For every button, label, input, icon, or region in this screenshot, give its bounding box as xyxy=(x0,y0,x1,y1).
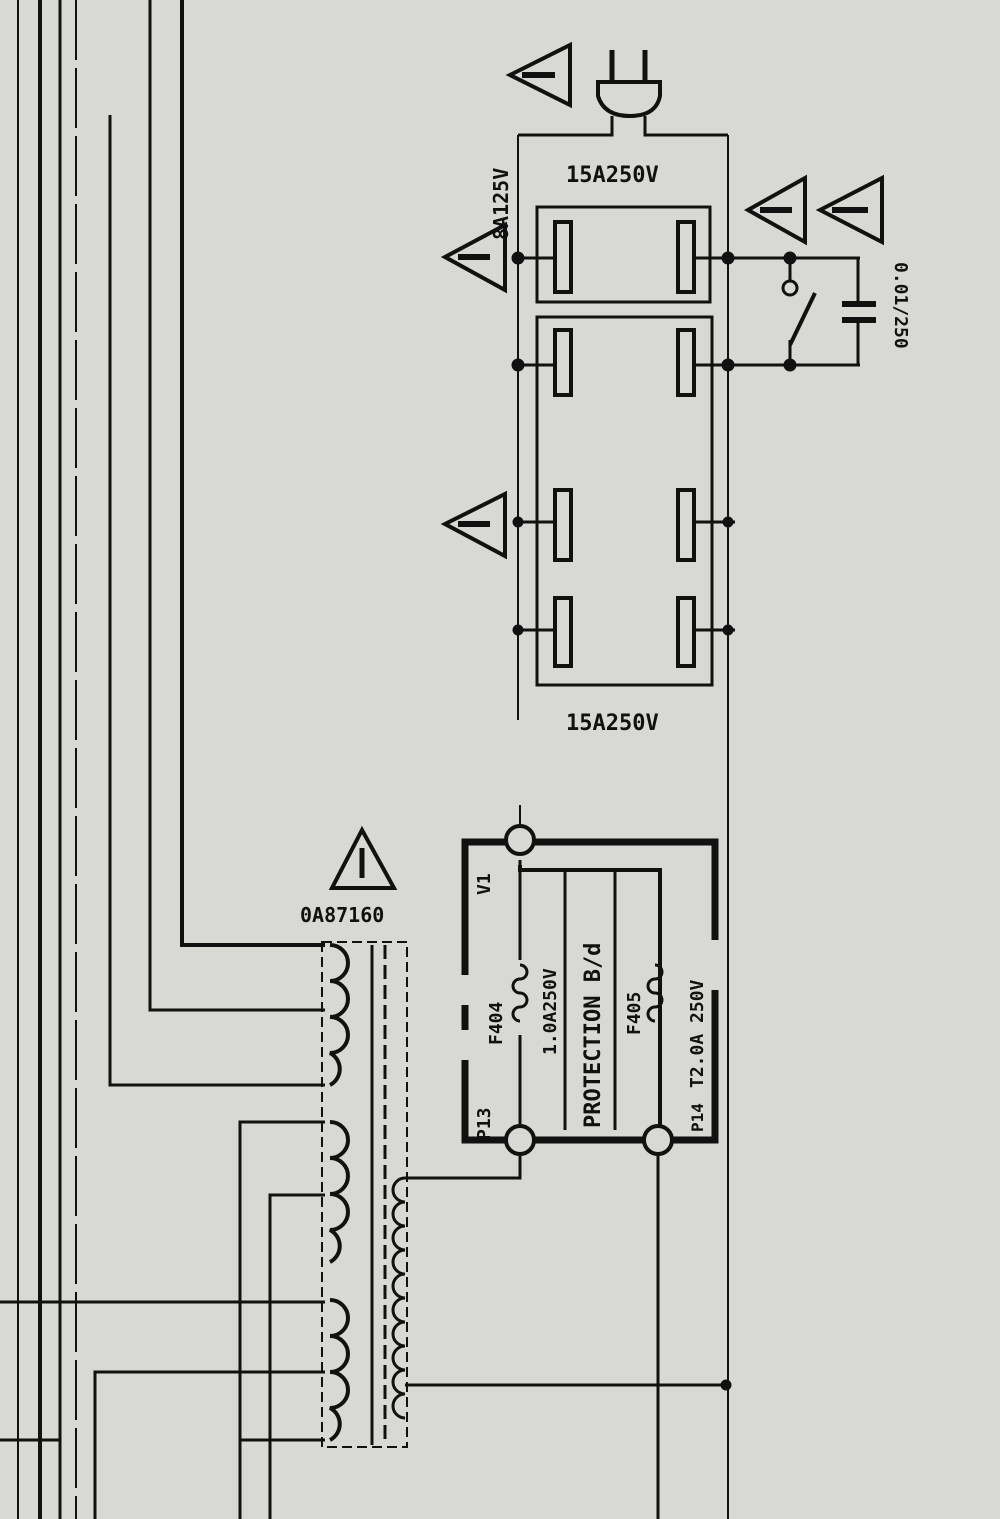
fuse-f404-label: F404 xyxy=(486,1001,507,1045)
capacitor-rating: 0.01/250 xyxy=(890,262,911,349)
connector-pins xyxy=(553,220,696,668)
transformer-secondary-coil xyxy=(328,1120,350,1264)
terminal-v1-label: V1 xyxy=(474,873,495,895)
fuse-f404-rating: 1.0A250V xyxy=(540,968,561,1055)
wire xyxy=(405,1155,522,1180)
inlet-fuse-rating: 8A125V xyxy=(489,168,513,240)
fuse-f405-rating: T2.0A 250V xyxy=(687,979,708,1088)
secondary-wire xyxy=(93,1370,325,1519)
junctions xyxy=(511,251,797,636)
fuse-f405-label: F405 xyxy=(624,992,645,1035)
connector-top xyxy=(535,205,712,304)
primary-wire-1 xyxy=(108,115,325,1087)
transformer-outline xyxy=(321,941,408,1448)
primary-wire-2 xyxy=(148,0,325,1012)
primary-wire-3 xyxy=(180,0,325,947)
power-plug xyxy=(596,80,662,119)
top-connector-rating: 15A250V xyxy=(566,163,659,188)
terminal-circle xyxy=(642,1124,674,1156)
fuse-box-outline xyxy=(461,838,719,975)
terminal-circle xyxy=(504,824,536,856)
terminal-p13-label: P13 xyxy=(474,1107,495,1140)
fuse-f404 xyxy=(511,963,529,1023)
power-switch-lever xyxy=(788,292,817,346)
transformer-part-label: 0A87160 xyxy=(300,903,384,927)
warning-icon xyxy=(328,41,884,890)
transformer-secondary-coil xyxy=(391,1176,406,1420)
connector-bottom xyxy=(535,315,714,687)
bottom-connector-rating: 15A250V xyxy=(566,711,659,736)
wire xyxy=(643,116,728,137)
secondary-wire xyxy=(238,1120,325,1519)
transformer-primary-coil xyxy=(328,943,350,1087)
fuse-box-outline xyxy=(461,990,719,1144)
transformer-secondary-coil xyxy=(328,1298,350,1442)
wire xyxy=(518,116,614,137)
secondary-wire xyxy=(268,1193,325,1519)
terminal-circle xyxy=(504,1124,536,1156)
terminal-p14-label: P14 xyxy=(688,1103,707,1132)
power-switch xyxy=(781,279,799,297)
protection-board-label: PROTECTION B/d xyxy=(581,943,606,1128)
fuse-f405 xyxy=(646,963,664,1023)
